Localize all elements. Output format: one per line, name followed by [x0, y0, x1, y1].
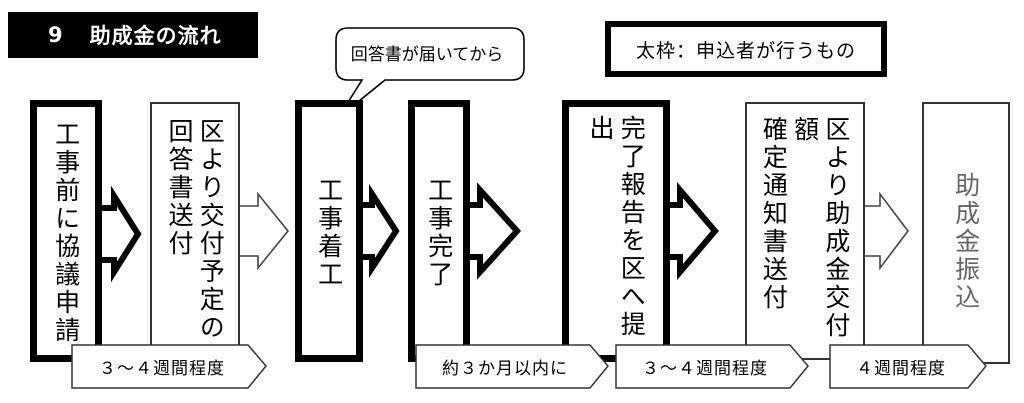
duration-arrow-2 [415, 344, 609, 389]
duration-arrow-4 [829, 344, 987, 389]
step-consultation-text: 工事前に協議申請 [51, 121, 81, 345]
duration-arrow-3 [615, 344, 809, 389]
step-construction-start-text: 工事着工 [314, 177, 344, 289]
section-number: 9 [48, 23, 64, 47]
step-report: 完了報告を区へ提出 [562, 100, 670, 362]
step-construction-finish-text: 工事完了 [424, 177, 454, 289]
step-confirmation: 区より助成金交付額 確定通知書送付 [745, 102, 865, 360]
section-title-text: 助成金の流れ [89, 24, 222, 48]
arrow-thin-1 [237, 191, 290, 271]
callout-bubble [335, 27, 525, 119]
step-report-text: 完了報告を区へ提出 [586, 115, 647, 339]
duration-label-1: ３～４週間程度 [99, 358, 225, 379]
step-consultation: 工事前に協議申請 [30, 100, 102, 362]
duration-label-2: 約３か月以内に [442, 358, 568, 379]
step-confirmation-line2: 確定通知書送付 [759, 116, 789, 312]
arrow-thin-2 [861, 191, 910, 271]
step-confirmation-line1: 区より助成金交付額 [790, 116, 851, 340]
legend-box: 太枠：申込者が行うもの [605, 21, 887, 77]
section-title: 9 助成金の流れ [8, 12, 258, 58]
step-payment-text: 助成金振込 [951, 172, 981, 312]
duration-label-4: ４週間程度 [856, 358, 946, 379]
step-construction-start: 工事着工 [295, 100, 363, 362]
duration-arrow-1 [71, 344, 267, 389]
step-notice-line1: 区より交付予定の [196, 118, 226, 342]
callout-text: 回答書が届いてから [350, 44, 504, 65]
step-notice-line2: 回答書送付 [165, 118, 194, 258]
step-construction-finish: 工事完了 [408, 100, 470, 362]
duration-label-3: ３～４週間程度 [642, 358, 768, 379]
